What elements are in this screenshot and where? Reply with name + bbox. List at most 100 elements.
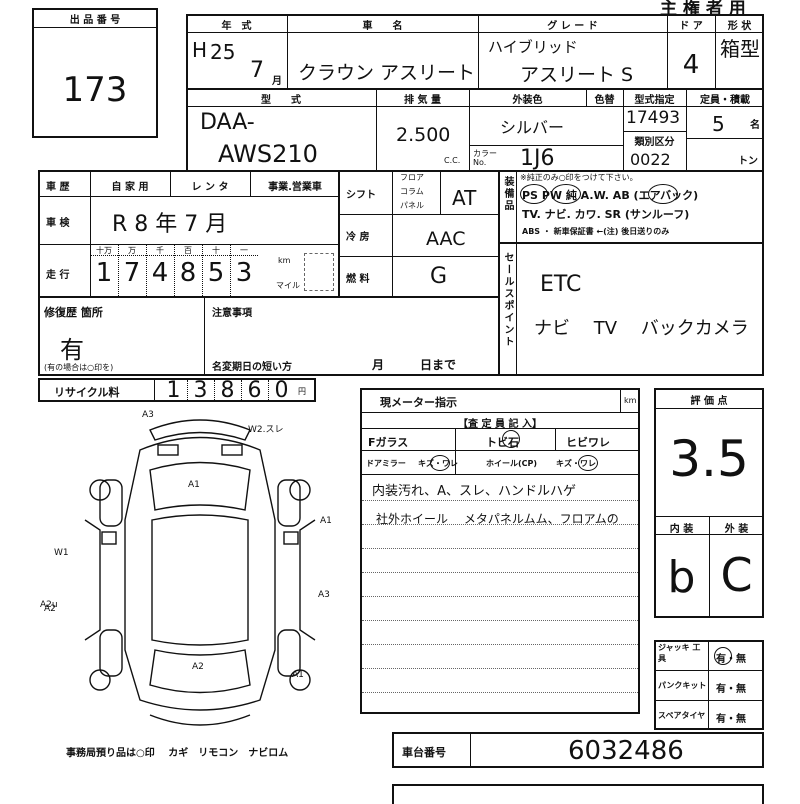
mirror-scratch-circle	[430, 455, 450, 471]
color-code-value: 1J6	[520, 146, 555, 171]
day-deadline-label: 日まで	[420, 358, 457, 372]
class-label: 類別区分	[634, 137, 675, 148]
glass-label: Fガラス	[368, 436, 409, 449]
inspector-label: 【査 定 員 記 入】	[458, 419, 542, 430]
year-label: 年 式	[221, 21, 252, 32]
interior-grade: b	[667, 552, 696, 603]
exterior-color-label: 外装色	[512, 95, 543, 106]
damage-mark: A1	[320, 516, 332, 526]
history-label: 車 歴	[46, 182, 70, 193]
inspection-notes-box	[360, 388, 640, 714]
doors-value: 4	[682, 50, 700, 80]
load-unit: トン	[738, 156, 758, 167]
mileage-digit-header: 十	[212, 246, 220, 255]
ac-label: 冷 房	[346, 232, 370, 243]
pw-circle	[551, 184, 581, 204]
exhibit-number-box	[32, 8, 158, 138]
recycle-fee-digit: 1	[166, 378, 181, 403]
recycle-fee-digit: 3	[193, 378, 208, 403]
fuel-label: 燃 料	[346, 274, 370, 285]
km-label: km	[278, 256, 291, 265]
displacement-label: 排 気 量	[404, 95, 441, 106]
meter-label: 現メーター指示	[380, 396, 457, 409]
year-value: 25	[210, 40, 236, 64]
fuel-value: G	[430, 264, 448, 289]
car-name-label: 車 名	[362, 21, 403, 32]
mileage-digit: 3	[235, 258, 253, 288]
type-designation-value: 17493	[626, 108, 681, 128]
recycle-fee-digit: 6	[247, 378, 262, 403]
cc-unit: C.C.	[444, 156, 461, 165]
rental-label: レ ン タ	[191, 182, 229, 193]
mileage-digit: 7	[123, 258, 141, 288]
capacity-label: 定員・積載	[700, 95, 750, 106]
shift-floor: フロア	[400, 173, 424, 182]
spare-tire-value: 有・無	[716, 714, 746, 725]
repair-note: (有の場合は○印を)	[44, 363, 114, 372]
damage-mark: W1	[54, 548, 69, 558]
mileage-digit: 4	[151, 258, 169, 288]
puncture-kit-label: パンクキット	[658, 681, 707, 690]
recycle-fee-digit: 8	[220, 378, 235, 403]
equipment-note: ※純正のみ○印をつけて下さい。	[520, 173, 638, 182]
recycle-fee-unit: 円	[298, 387, 306, 396]
inspection-note-line1: 内装汚れ、A、スレ、ハンドルハゲ	[372, 484, 577, 499]
equipment-label: 装備品	[502, 176, 513, 212]
mirror-label: ドアミラー	[366, 459, 406, 468]
shift-value: AT	[452, 186, 477, 210]
business-use-label: 事業.営業車	[268, 182, 322, 193]
mileage-digit-header: 十万	[96, 246, 112, 255]
recycle-fee-digit: 0	[274, 378, 289, 403]
year-era: H	[192, 38, 208, 62]
model-label: 型 式	[261, 95, 301, 106]
mileage-digit: 8	[179, 258, 197, 288]
shape-value: 箱型	[720, 37, 760, 61]
mile-label: マイル	[276, 281, 300, 290]
mileage-unit-box	[304, 253, 334, 291]
inspection-value: R 8 年 7 月	[112, 212, 228, 237]
interior-label: 内 装	[669, 524, 694, 535]
car-name-value: クラウン アスリート	[298, 62, 476, 84]
mileage-digit-header: 万	[128, 246, 136, 255]
damage-mark: A1	[188, 480, 200, 490]
car-damage-diagram	[84, 419, 316, 726]
glass-option-crack: ヒビワレ	[566, 436, 610, 449]
damage-mark: A2u	[40, 600, 58, 610]
mileage-digit: 5	[207, 258, 225, 288]
grade-value-line2: アスリート S	[520, 64, 634, 86]
caution-label: 注意事項	[212, 308, 252, 319]
damage-mark: W2.スレ	[248, 425, 284, 435]
puncture-kit-value: 有・無	[716, 684, 746, 695]
month-value: 7	[250, 58, 264, 83]
obscured-title	[292, 0, 328, 11]
sale-points-box	[498, 242, 764, 376]
jack-label: ジャッキ 工 具	[658, 643, 701, 663]
month-unit: 月	[272, 76, 282, 87]
office-items-label: 事務局預り品は○印 カギ リモコン ナビロム	[66, 748, 289, 759]
model-line1: DAA-	[200, 110, 255, 135]
rating-score: 3.5	[669, 430, 749, 488]
name-change-label: 名変期日の短い方	[212, 362, 292, 373]
exterior-grade: C	[720, 548, 753, 602]
shift-label: シフト	[346, 190, 376, 201]
ps-circle	[520, 184, 548, 204]
damage-mark: A2	[44, 604, 56, 614]
repair-history-label: 修復歴 箇所	[44, 306, 103, 319]
sale-point-line2: ナビ TV バックカメラ	[534, 318, 749, 339]
shift-column: コラム	[400, 187, 424, 196]
exterior-color-value: シルバー	[500, 118, 565, 137]
mileage-digit-header: 百	[184, 246, 192, 255]
exterior-label: 外 装	[724, 524, 749, 535]
exhibit-number-label: 出 品 番 号	[69, 15, 121, 26]
grade-label: グ レ ー ド	[547, 21, 598, 32]
equipment-line3: ABS ・ 新車保証書 ←(注) 後日送りのみ	[522, 227, 670, 236]
chassis-number-label: 車台番号	[402, 746, 446, 759]
shift-panel: パネル	[400, 201, 424, 210]
repair-box	[38, 296, 500, 376]
capacity-value: 5	[712, 112, 725, 136]
sale-point-line1: ETC	[540, 272, 582, 297]
rating-label: 評 価 点	[690, 396, 728, 407]
ac-value: AAC	[426, 228, 466, 250]
mileage-label: 走 行	[46, 270, 70, 281]
equipment-line2: TV. ナビ. カワ. SR (サンルーフ)	[522, 208, 690, 221]
